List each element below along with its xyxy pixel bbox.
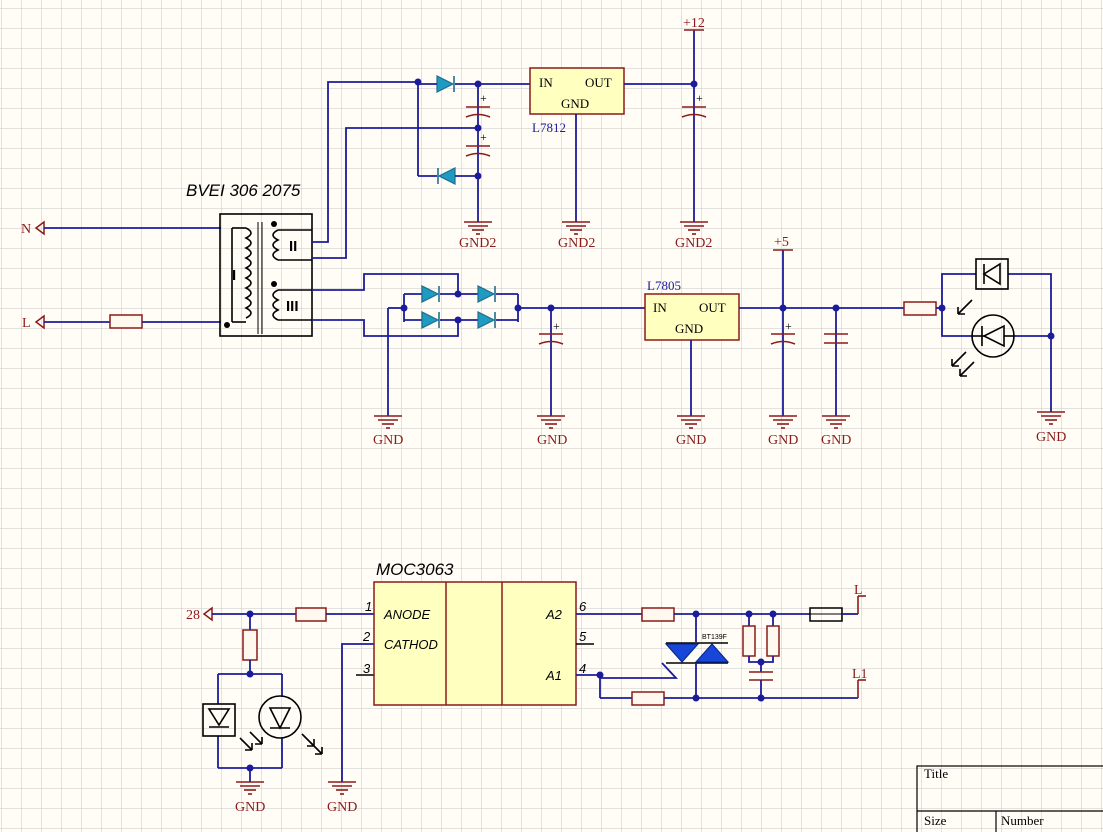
gnd-label-c: GND [676, 433, 706, 448]
optocoupler-moc3063: MOC3063 1 2 3 ANODE CATHOD A2 A1 6 5 4 [362, 560, 587, 706]
winding-iii-label: III [286, 298, 299, 315]
pin-anode-label: ANODE [383, 607, 431, 622]
port-n-label: N [21, 222, 31, 237]
gnd-label-g: GND [235, 800, 265, 815]
l7812-gnd-label: GND [561, 96, 589, 111]
pin-6-number: 6 [579, 599, 587, 614]
resistor-a1 [631, 691, 665, 706]
title-block-number: Number [1001, 813, 1044, 828]
pin-a1-label: A1 [545, 668, 562, 683]
regulator-l7812: IN OUT GND L7812 [529, 67, 625, 135]
title-block: Title Size Number [916, 765, 1103, 832]
capacitor-c6 [824, 333, 848, 344]
l7812-name: L7812 [532, 120, 566, 135]
port-l-label: L [22, 316, 31, 331]
svg-text:+: + [480, 91, 487, 105]
pin-cathode-label: CATHOD [384, 637, 438, 652]
transformer: BVEI 306 2075 I II III [186, 181, 313, 337]
triac-label: BT139F [702, 634, 727, 641]
winding-i-label: I [232, 267, 236, 284]
resistor-pullup [242, 629, 258, 661]
gnd-label-b: GND [537, 433, 567, 448]
regulator-l7805: IN OUT GND L7805 [644, 278, 740, 341]
l7805-gnd-label: GND [675, 321, 703, 336]
triac-bt139f: BT139F [600, 614, 730, 698]
photodiode-indicator [975, 258, 1009, 290]
gnd-label-a: GND [373, 433, 403, 448]
gnd-label-d: GND [768, 433, 798, 448]
pin-5-number: 5 [579, 629, 587, 644]
resistor-anode [295, 607, 327, 622]
title-block-title: Title [924, 766, 948, 781]
l7805-name: L7805 [647, 278, 681, 293]
capacitor-c2: + [465, 130, 491, 157]
resistor-led [903, 301, 937, 316]
capacitor-c4: + [538, 319, 564, 345]
led-indicator [951, 299, 1015, 377]
resistor-snubber-b [766, 625, 780, 657]
plus5-label: +5 [774, 235, 789, 250]
gnd-label-e: GND [821, 433, 851, 448]
transformer-name: BVEI 306 2075 [186, 181, 301, 200]
gnd-label-h: GND [327, 800, 357, 815]
photodiode-status [202, 703, 236, 737]
led-status [239, 695, 323, 755]
pin-4-number: 4 [579, 661, 586, 676]
svg-text:+: + [696, 91, 703, 105]
svg-text:+: + [553, 319, 560, 333]
l7805-in-label: IN [653, 300, 667, 315]
out-l1-label: L1 [852, 667, 868, 682]
l7812-in-label: IN [539, 75, 553, 90]
title-block-size: Size [924, 813, 947, 828]
plus12-label: +12 [683, 16, 705, 31]
gnd2-label-c: GND2 [675, 236, 712, 251]
pin-2-number: 2 [362, 629, 371, 644]
pin-1-number: 1 [365, 599, 372, 614]
resistor-gate [641, 607, 675, 622]
resistor-snubber-a [742, 625, 756, 657]
pin-3-number: 3 [363, 661, 371, 676]
port-28-label: 28 [186, 608, 200, 623]
l7805-out-label: OUT [699, 300, 726, 315]
capacitor-c1: + [465, 91, 491, 118]
capacitor-c5: + [770, 319, 796, 345]
optocoupler-name: MOC3063 [376, 560, 454, 579]
gnd2-label-a: GND2 [459, 236, 496, 251]
gnd-label-f: GND [1036, 430, 1066, 445]
svg-text:+: + [785, 319, 792, 333]
svg-text:+: + [480, 130, 487, 144]
gnd2-label-b: GND2 [558, 236, 595, 251]
out-l-label: L [854, 583, 863, 598]
resistor-input [109, 314, 143, 329]
winding-ii-label: II [289, 238, 297, 255]
capacitor-c3: + [681, 91, 707, 118]
pin-a2-label: A2 [545, 607, 563, 622]
l7812-out-label: OUT [585, 75, 612, 90]
